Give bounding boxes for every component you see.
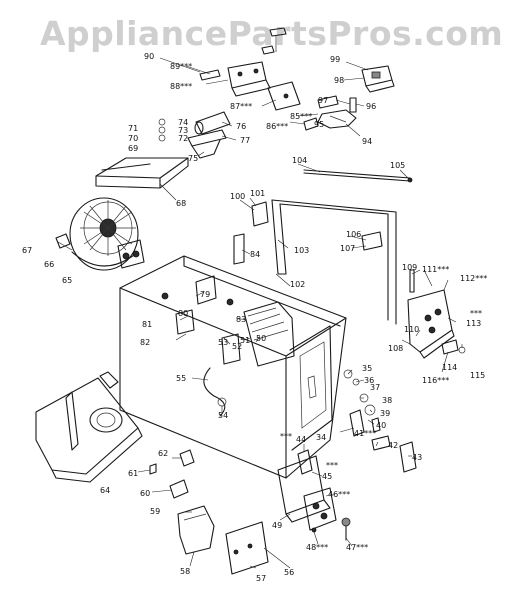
part-label-59: 59	[150, 507, 160, 516]
part-label-115: 115	[470, 371, 485, 380]
part-label-58: 58	[180, 567, 190, 576]
part-label-82: 82	[140, 338, 150, 347]
part-label-71: 71	[128, 124, 138, 133]
motor-mount-bracket	[303, 65, 395, 131]
part-label-35: 35	[362, 364, 372, 373]
leader-lines	[57, 57, 463, 569]
part-label-85: 85***	[290, 112, 312, 121]
part-label-60: 60	[140, 489, 150, 498]
part-label-111: 111***	[422, 265, 449, 274]
part-label-49: 49	[272, 521, 282, 530]
part-label-64: 64	[100, 486, 110, 495]
part-label-109: 109	[402, 263, 417, 272]
part-label-106: 106	[346, 230, 361, 239]
part-label-72: 72	[178, 134, 188, 143]
part-label-99: 99	[330, 55, 340, 64]
part-label-112: 112***	[460, 274, 487, 283]
part-label-73: 73	[178, 126, 188, 135]
part-label-56: 56	[284, 568, 294, 577]
part-label-34-stars: ***	[280, 432, 292, 441]
part-label-50: 50	[256, 334, 266, 343]
part-label-37: 37	[370, 383, 380, 392]
part-label-36: 36	[364, 376, 374, 385]
part-label-52: 52	[232, 342, 242, 351]
part-label-81: 81	[142, 320, 152, 329]
main-cabinet	[119, 255, 347, 479]
part-label-84: 84	[250, 250, 260, 259]
part-label-80: 80	[178, 309, 188, 318]
part-label-66: 66	[44, 260, 54, 269]
part-label-114: 114	[442, 363, 457, 372]
part-label-89: 89***	[170, 62, 192, 71]
part-label-43: 43	[412, 453, 422, 462]
lower-bracket-assembly	[277, 449, 351, 541]
part-label-70: 70	[128, 134, 138, 143]
part-label-76: 76	[236, 122, 246, 131]
part-label-46: 46***	[328, 490, 350, 499]
part-label-101: 101	[250, 189, 265, 198]
part-label-88: 88***	[170, 82, 192, 91]
control-panel-assembly	[407, 269, 466, 359]
part-label-74: 74	[178, 118, 188, 127]
door-frame-rails	[233, 169, 413, 325]
part-label-113-stars: ***	[470, 309, 482, 318]
part-label-108: 108	[388, 344, 403, 353]
part-label-116: 116***	[422, 376, 449, 385]
part-label-48: 48***	[306, 543, 328, 552]
part-label-77: 77	[240, 136, 250, 145]
part-label-38: 38	[382, 396, 392, 405]
part-label-39: 39	[380, 409, 390, 418]
part-label-44: 44	[296, 435, 306, 444]
part-label-97: 97	[318, 96, 328, 105]
part-label-75: 75	[188, 154, 198, 163]
blower-wheel-housing	[55, 157, 189, 271]
part-label-57: 57	[256, 574, 266, 583]
part-label-34: 34	[316, 433, 326, 442]
part-label-65: 65	[62, 276, 72, 285]
part-label-105: 105	[390, 161, 405, 170]
part-label-94: 94	[362, 137, 372, 146]
part-label-95: 95	[314, 120, 324, 129]
part-label-42: 42	[388, 441, 398, 450]
part-label-79: 79	[200, 290, 210, 299]
base-drip-tray	[35, 371, 143, 483]
part-label-103: 103	[294, 246, 309, 255]
part-label-110: 110	[404, 325, 419, 334]
part-label-98: 98	[334, 76, 344, 85]
part-label-102: 102	[290, 280, 305, 289]
part-label-86: 86***	[266, 122, 288, 131]
part-label-67: 67	[22, 246, 32, 255]
part-label-113: 113	[466, 319, 481, 328]
part-label-41: 41***	[354, 429, 376, 438]
upper-bracket-assembly	[199, 27, 301, 111]
part-label-45-stars: ***	[326, 461, 338, 470]
part-label-51: 51	[240, 336, 250, 345]
part-label-104: 104	[292, 156, 307, 165]
part-label-68: 68	[176, 199, 186, 208]
part-label-83: 83	[236, 315, 246, 324]
part-label-90: 90	[144, 52, 154, 61]
part-label-87: 87***	[230, 102, 252, 111]
part-label-69: 69	[128, 144, 138, 153]
part-label-54: 54	[218, 411, 228, 420]
part-label-47: 47***	[346, 543, 368, 552]
roller-assembly	[158, 111, 231, 159]
part-label-45: 45	[322, 472, 332, 481]
part-label-40: 40	[376, 421, 386, 430]
part-label-53: 53	[218, 338, 228, 347]
part-label-107: 107	[340, 244, 355, 253]
lower-hardware	[149, 449, 269, 575]
part-label-62: 62	[158, 449, 168, 458]
part-label-61: 61	[128, 469, 138, 478]
part-label-96: 96	[366, 102, 376, 111]
part-number-labels: 90 89*** 88*** 87*** 86*** 85*** 99 98 9…	[22, 52, 487, 583]
part-label-55: 55	[176, 374, 186, 383]
part-label-100: 100	[230, 192, 245, 201]
